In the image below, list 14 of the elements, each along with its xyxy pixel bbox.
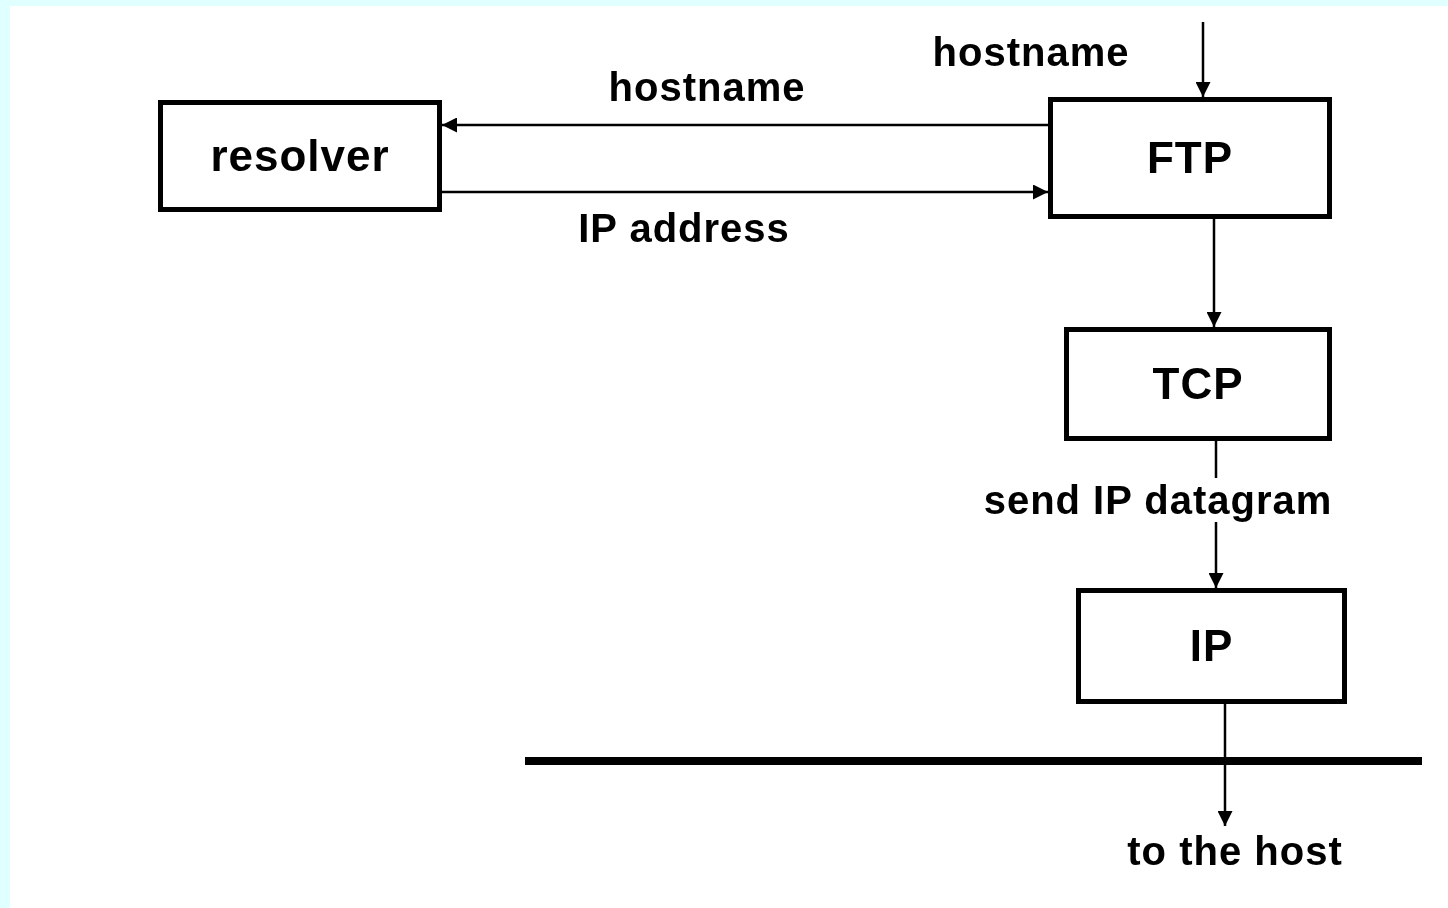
process-box <box>1048 97 1332 219</box>
arrow <box>1206 219 1222 327</box>
process-box <box>1076 588 1347 704</box>
destination-label: to the host <box>1127 828 1343 874</box>
arrow <box>1195 22 1211 97</box>
arrow <box>442 184 1048 200</box>
arrow <box>442 117 1048 133</box>
box-label: TCP <box>1152 359 1244 409</box>
process-box <box>158 100 442 212</box>
box-label: IP <box>1189 621 1234 671</box>
process-box <box>1064 327 1332 441</box>
box-label: FTP <box>1146 133 1234 183</box>
box-label: resolver <box>210 131 390 181</box>
arrow <box>1217 704 1233 826</box>
